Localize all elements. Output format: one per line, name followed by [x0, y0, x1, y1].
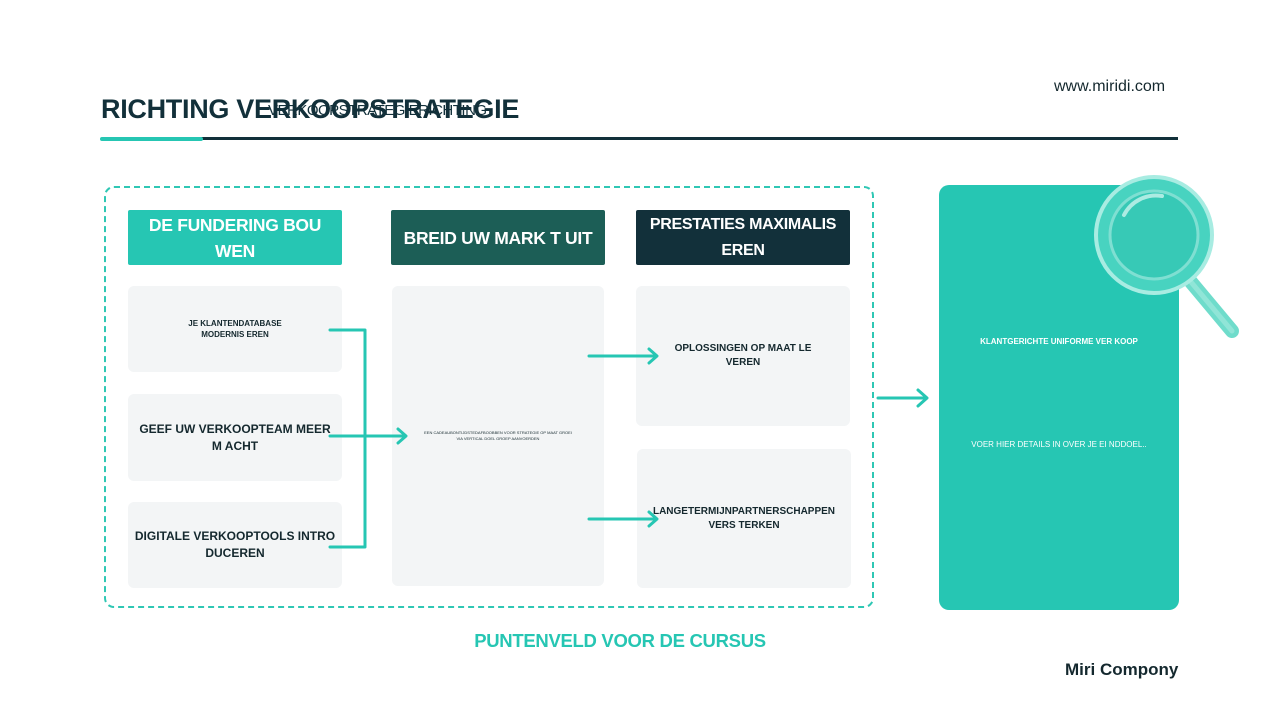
website-link[interactable]: www.miridi.com — [1054, 78, 1166, 95]
strategy-frame — [104, 186, 874, 608]
magnifier-icon — [1094, 175, 1239, 338]
step-card: GEEF UW VERKOOPTEAM MEER M ACHT — [128, 394, 342, 481]
step-card: LANGETERMIJNPARTNERSCHAPPEN VERS TERKEN — [637, 449, 851, 588]
step-card-label: GEEF UW VERKOOPTEAM MEER M ACHT — [139, 421, 331, 453]
step-card: JE KLANTENDATABASE MODERNIS EREN — [128, 286, 342, 372]
header-rule — [200, 137, 1178, 140]
step-card: DIGITALE VERKOOPTOOLS INTRO DUCEREN — [128, 502, 342, 588]
header-rule-accent — [100, 137, 203, 141]
merge-connector — [328, 328, 367, 549]
arrow-head — [396, 427, 408, 445]
step-card-label: EEN CADEAUBONTIJDSTEDAFBOOBBEN VOOR STRA… — [424, 430, 572, 441]
page-subtitle-overlay: VERKOOPSTRATEGIERICHTING — [268, 102, 487, 119]
arrow-head — [647, 510, 659, 528]
column-heading-foundation: DE FUNDERING BOU WEN — [128, 210, 342, 265]
outcome-details: VOER HIER DETAILS IN OVER JE EI NDDOEL.. — [971, 440, 1147, 449]
arrow-head — [916, 388, 929, 408]
page-title: RICHTING VERKOOPSTRATEGIE — [101, 94, 520, 124]
company-name: Miri Compony — [1065, 660, 1179, 679]
step-card-label: DIGITALE VERKOOPTOOLS INTRO DUCEREN — [134, 529, 336, 560]
step-card-label: OPLOSSINGEN OP MAAT LE VEREN — [674, 343, 812, 368]
column-heading-expand-market: BREID UW MARK T UIT — [391, 210, 605, 265]
step-card-label: JE KLANTENDATABASE MODERNIS EREN — [188, 319, 282, 339]
arrow-head — [647, 347, 659, 365]
column-heading-maximize-performance: PRESTATIES MAXIMALIS EREN — [636, 210, 850, 265]
footer-caption: PUNTENVELD VOOR DE CURSUS — [474, 630, 766, 651]
step-card-label: LANGETERMIJNPARTNERSCHAPPEN VERS TERKEN — [652, 505, 836, 531]
step-card: OPLOSSINGEN OP MAAT LE VEREN — [636, 286, 850, 426]
outcome-headline: KLANTGERICHTE UNIFORME VER KOOP — [980, 337, 1138, 346]
step-card: EEN CADEAUBONTIJDSTEDAFBOOBBEN VOOR STRA… — [392, 286, 604, 586]
